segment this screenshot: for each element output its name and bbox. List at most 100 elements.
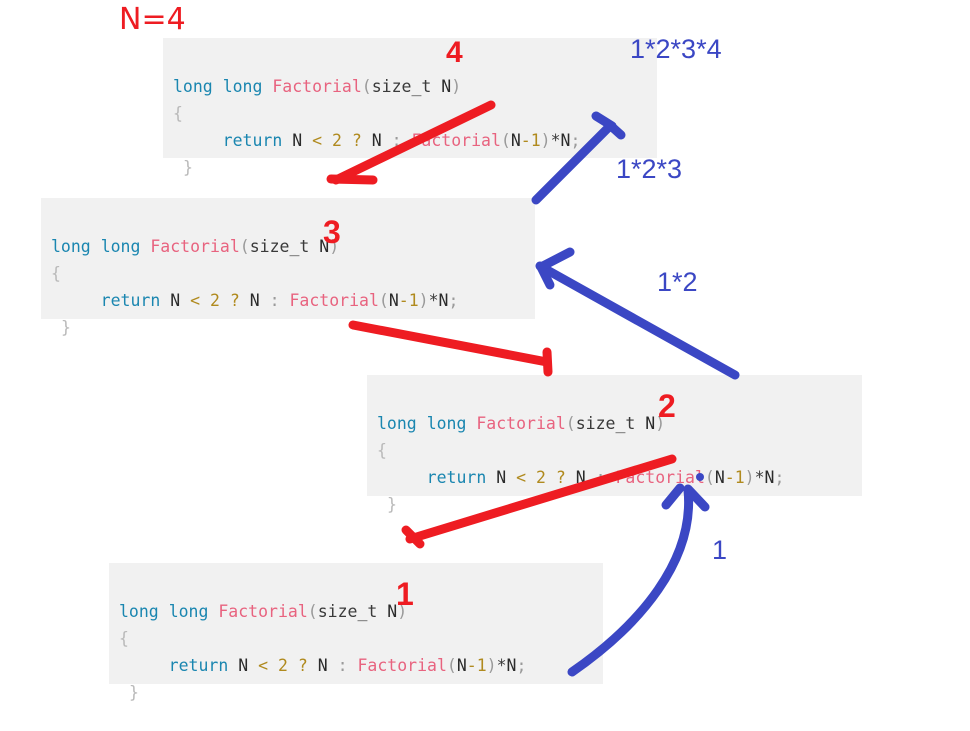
code-op-star: * — [428, 291, 439, 310]
code-op-lt: < — [516, 468, 527, 487]
code-op-star: * — [550, 131, 561, 150]
return-value-label-2: 1*2 — [657, 267, 698, 297]
code-param-name: N — [441, 77, 452, 96]
code-paren-close: ) — [397, 602, 408, 621]
code-literal-1: 1 — [530, 131, 541, 150]
code-var-n-a: N — [170, 291, 181, 310]
code-paren-open: ( — [307, 602, 318, 621]
code-brace-close: } — [128, 683, 139, 702]
code-var-n-d: N — [438, 291, 449, 310]
code-op-star: * — [754, 468, 765, 487]
code-literal-2: 2 — [331, 131, 342, 150]
code-var-n-c: N — [388, 291, 399, 310]
code-recursive-call: Factorial — [289, 291, 379, 310]
code-call-paren-open: ( — [704, 468, 715, 487]
code-op-lt: < — [258, 656, 269, 675]
code-var-n-a: N — [238, 656, 249, 675]
call-arrow-2 — [348, 320, 553, 377]
code-keyword-long: long — [173, 77, 213, 96]
code-recursive-call: Factorial — [615, 468, 705, 487]
code-literal-2: 2 — [535, 468, 546, 487]
code-semicolon: ; — [448, 291, 459, 310]
code-op-colon: : — [595, 468, 606, 487]
code-var-n-b: N — [249, 291, 260, 310]
code-keyword-long: long — [377, 414, 417, 433]
code-recursive-call: Factorial — [411, 131, 501, 150]
code-op-lt: < — [190, 291, 201, 310]
code-recursive-call: Factorial — [357, 656, 447, 675]
code-keyword-return: return — [168, 656, 229, 675]
code-semicolon: ; — [774, 468, 785, 487]
code-function-name: Factorial — [476, 414, 566, 433]
code-brace-close: } — [386, 495, 397, 514]
code-op-lt: < — [312, 131, 323, 150]
code-call-paren-open: ( — [378, 291, 389, 310]
code-op-minus: - — [466, 656, 477, 675]
code-param-name: N — [319, 237, 330, 256]
code-semicolon: ; — [570, 131, 581, 150]
return-value-label-4: 1*2*3*4 — [630, 34, 722, 64]
code-brace-open: { — [119, 629, 129, 648]
code-keyword-long-2: long — [168, 602, 209, 621]
code-literal-2: 2 — [277, 656, 288, 675]
code-keyword-long-2: long — [100, 237, 141, 256]
code-op-minus: - — [724, 468, 735, 487]
code-semicolon: ; — [516, 656, 527, 675]
code-op-colon: : — [269, 291, 280, 310]
code-var-n-c: N — [456, 656, 467, 675]
code-var-n-d: N — [764, 468, 775, 487]
code-var-n-b: N — [575, 468, 586, 487]
code-op-question: ? — [351, 131, 362, 150]
code-var-n-d: N — [506, 656, 517, 675]
code-var-n-a: N — [496, 468, 507, 487]
code-keyword-long-2: long — [222, 77, 263, 96]
code-literal-1: 1 — [408, 291, 419, 310]
code-brace-open: { — [377, 441, 387, 460]
code-paren-close: ) — [655, 414, 666, 433]
initial-input-label: N=4 — [119, 2, 186, 37]
code-param-name: N — [387, 602, 398, 621]
code-brace-open: { — [51, 264, 61, 283]
code-call-paren-open: ( — [446, 656, 457, 675]
code-op-minus: - — [398, 291, 409, 310]
code-literal-1: 1 — [734, 468, 745, 487]
code-brace-close: } — [182, 158, 193, 177]
code-block-frame-2: long long Factorial(size_t N) { return N… — [41, 198, 535, 337]
code-paren-open: ( — [361, 77, 372, 96]
code-var-n-c: N — [714, 468, 725, 487]
code-brace-close: } — [60, 318, 71, 337]
code-var-n-a: N — [292, 131, 303, 150]
code-param-type: size_t — [371, 77, 432, 96]
code-call-paren-close: ) — [418, 291, 429, 310]
code-var-n-c: N — [510, 131, 521, 150]
return-value-label-3: 1*2*3 — [616, 154, 683, 184]
code-param-name: N — [645, 414, 656, 433]
return-arrow-2 — [535, 247, 740, 380]
return-value-label-1: 1 — [712, 535, 728, 565]
code-block-frame-3: long long Factorial(size_t N) { return N… — [367, 375, 862, 514]
code-keyword-return: return — [222, 131, 283, 150]
code-op-star: * — [496, 656, 507, 675]
code-function-name: Factorial — [272, 77, 362, 96]
code-keyword-long: long — [51, 237, 91, 256]
code-paren-open: ( — [239, 237, 250, 256]
code-literal-2: 2 — [209, 291, 220, 310]
code-function-name: Factorial — [218, 602, 308, 621]
code-param-type: size_t — [575, 414, 636, 433]
code-keyword-long-2: long — [426, 414, 467, 433]
code-var-n-d: N — [560, 131, 571, 150]
code-op-colon: : — [337, 656, 348, 675]
code-keyword-return: return — [426, 468, 487, 487]
code-keyword-long: long — [119, 602, 159, 621]
code-block-frame-1: long long Factorial(size_t N) { return N… — [163, 38, 657, 177]
code-paren-close: ) — [451, 77, 462, 96]
code-block-frame-4: long long Factorial(size_t N) { return N… — [109, 563, 603, 702]
code-param-type: size_t — [317, 602, 378, 621]
code-function-name: Factorial — [150, 237, 240, 256]
code-op-colon: : — [391, 131, 402, 150]
code-op-minus: - — [520, 131, 531, 150]
code-call-paren-close: ) — [744, 468, 755, 487]
code-op-question: ? — [229, 291, 240, 310]
code-call-paren-close: ) — [486, 656, 497, 675]
